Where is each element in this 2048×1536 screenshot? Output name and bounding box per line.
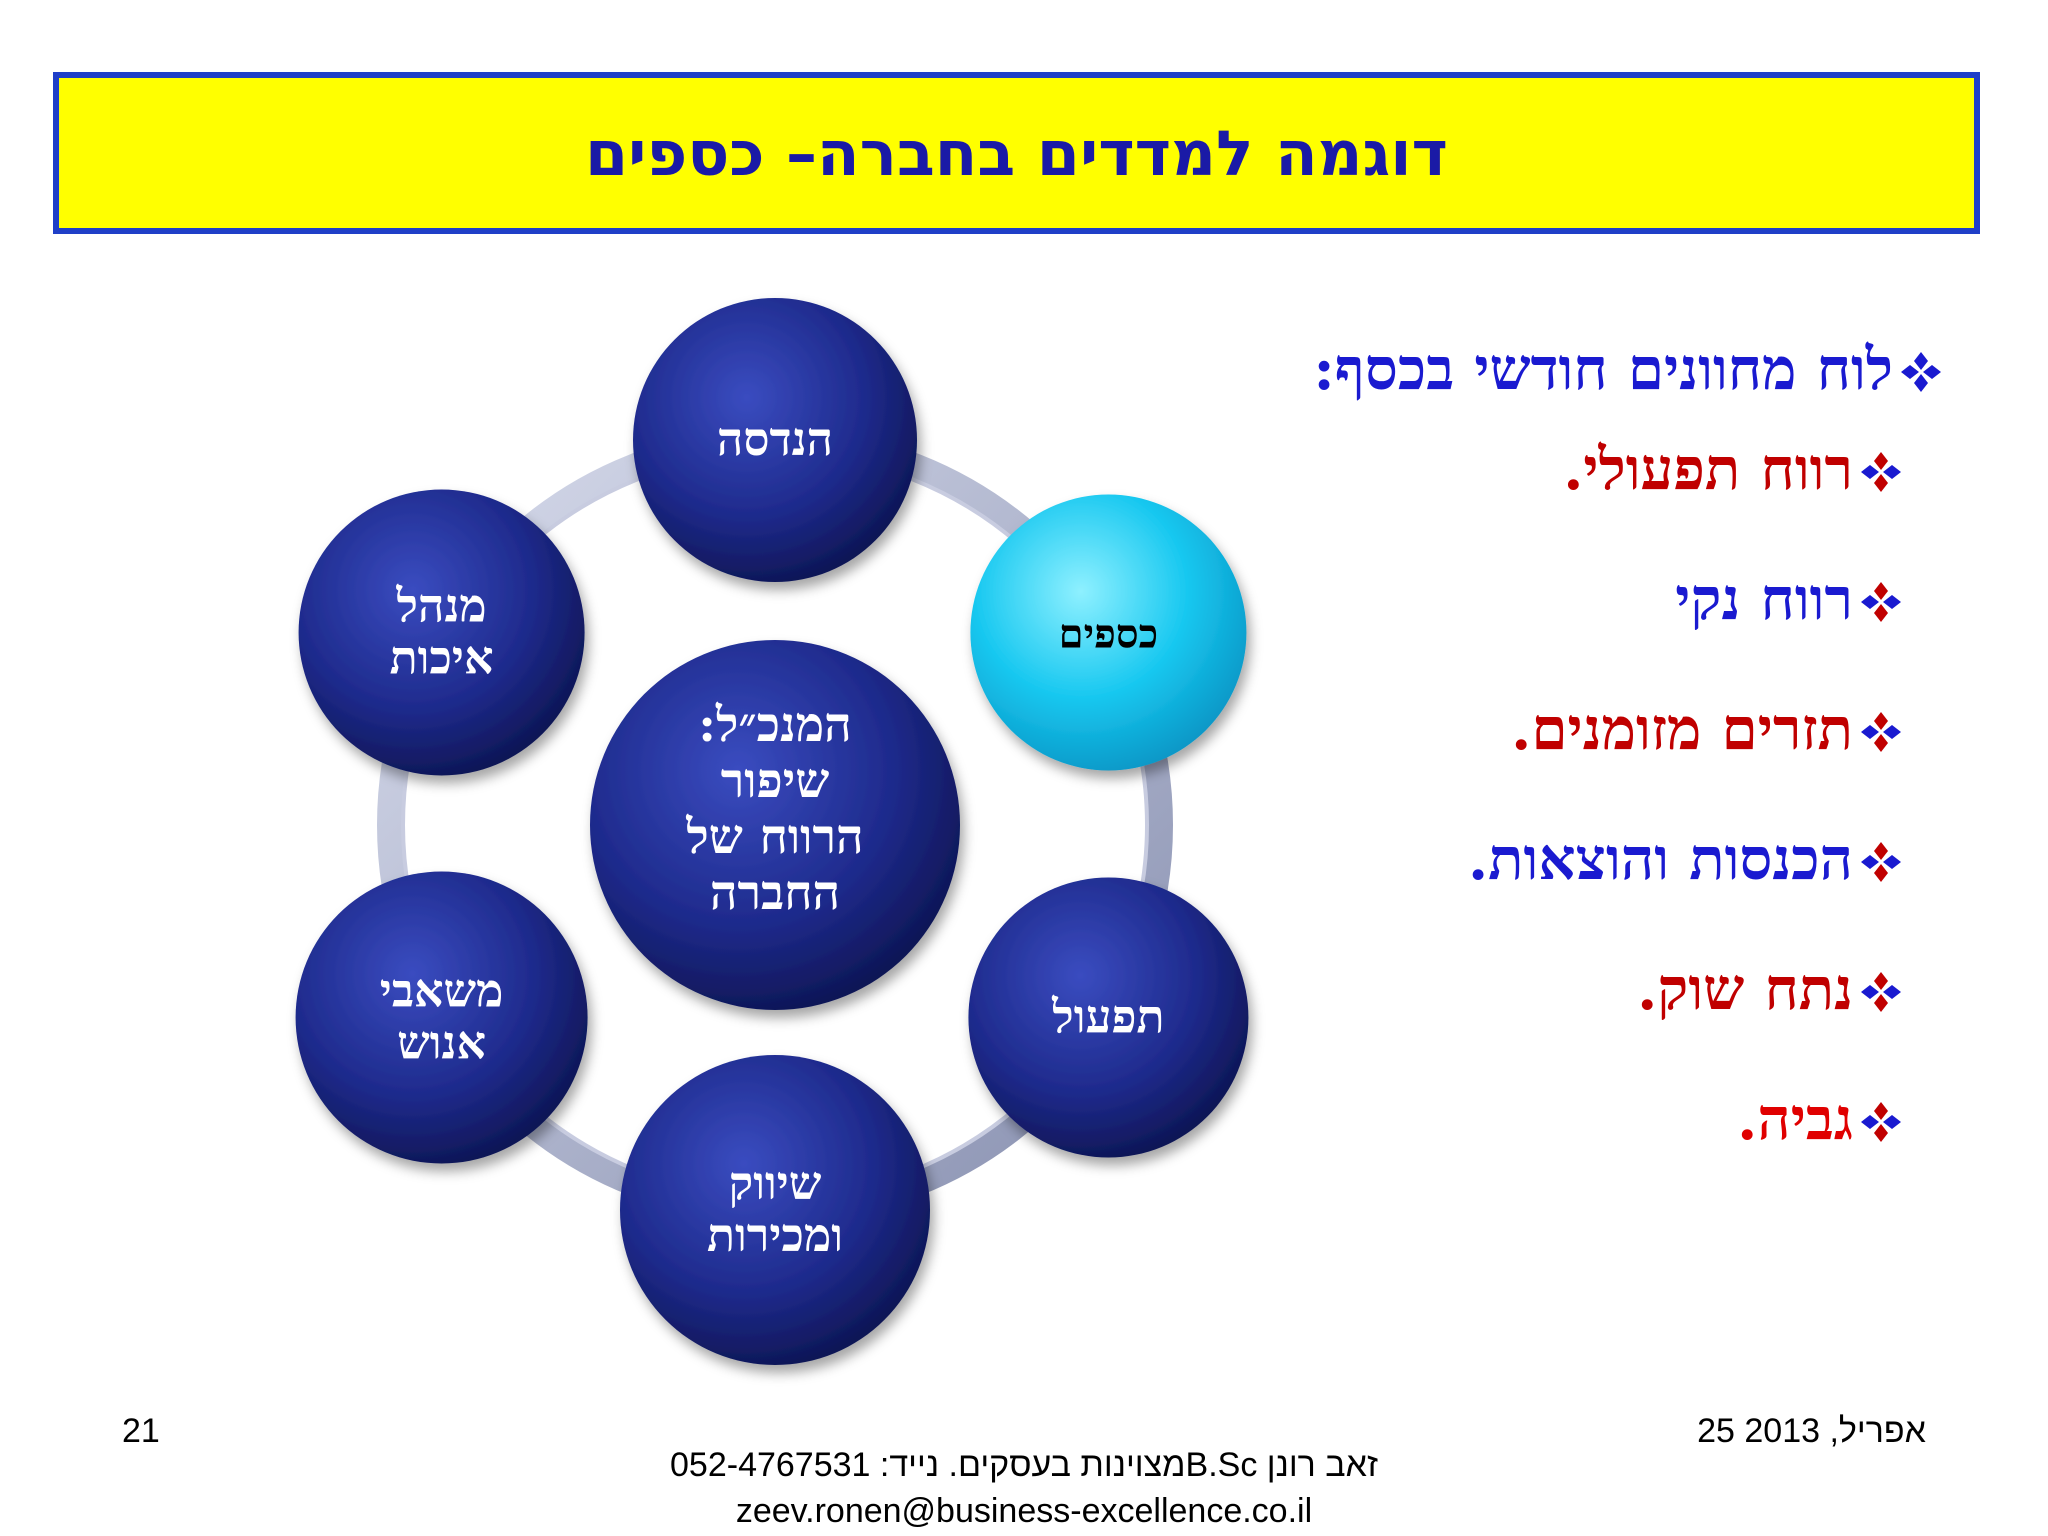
node-label-line: אנוש (397, 1016, 486, 1070)
four-diamond-bullet-icon (1859, 700, 1903, 768)
node-label-line: מנהל (395, 579, 486, 633)
cycle-node-circle (620, 1055, 930, 1365)
cycle-node-circle (633, 298, 917, 582)
node-label-line: תפעול (1051, 990, 1164, 1044)
footer-page-number: 21 (122, 1412, 160, 1450)
kpi-item-text: הכנסות והוצאות. (1467, 825, 1853, 893)
footer-author-line: זאב רונן B.Scמצוינות בעסקים. נייד: 052-4… (670, 1446, 1378, 1484)
kpi-item: גביה. (1737, 1085, 1903, 1158)
node-label-line: המנכ״ל: (698, 697, 852, 753)
footer-email: zeev.ronen@business-excellence.co.il (735, 1492, 1313, 1530)
node-label: הנדסה (717, 412, 833, 466)
node-label-line: הרווח של (685, 809, 863, 865)
cycle-node-engineering: הנדסה (633, 298, 917, 582)
four-diamond-bullet-icon (1859, 570, 1903, 638)
node-label-line: שיווק (729, 1156, 822, 1210)
cycle-node-circle (970, 494, 1247, 771)
cycle-node-circle (295, 871, 588, 1164)
kpi-item-text: גביה. (1737, 1085, 1853, 1153)
kpi-item-text: רווח תפעולי. (1563, 435, 1853, 503)
four-diamond-bullet-icon (1859, 830, 1903, 898)
cycle-node-operations: תפעול (968, 877, 1249, 1158)
slide-title: דוגמה למדדים בחברה– כספים (585, 116, 1448, 190)
title-banner: דוגמה למדדים בחברה– כספים (53, 72, 1980, 234)
footer-date: 25 אפריל, 2013 (1697, 1412, 1926, 1450)
kpi-item: הכנסות והוצאות. (1468, 825, 1903, 898)
node-label-line: שיפור (721, 753, 830, 809)
node-label-line: החברה (710, 865, 840, 921)
four-diamond-bullet-icon (1859, 440, 1903, 508)
node-label: כספים (1059, 611, 1159, 658)
node-label-line: משאבי (380, 964, 504, 1018)
kpi-item: רווח תפעולי. (1563, 435, 1903, 508)
kpi-item-text: רווח נקי (1675, 565, 1853, 633)
kpi-item: תזרים מזומנים. (1511, 695, 1903, 768)
kpi-item: נתח שוק. (1637, 955, 1903, 1028)
cycle-node-circle (298, 489, 585, 776)
node-label-line: הנדסה (717, 412, 833, 466)
node-label-line: איכות (390, 631, 494, 685)
four-diamond-bullet-icon (1859, 1090, 1903, 1158)
cycle-node-finance: כספים (970, 494, 1247, 771)
four-diamond-bullet-icon (1899, 340, 1943, 408)
cycle-node-circle (968, 877, 1249, 1158)
node-label-line: ומכירות (707, 1208, 843, 1262)
kpi-item-text: נתח שוק. (1637, 955, 1853, 1023)
node-label-line: כספים (1059, 611, 1159, 658)
kpi-item-text: תזרים מזומנים. (1511, 695, 1853, 763)
node-label: תפעול (1051, 990, 1164, 1044)
center-node-circle (590, 640, 960, 1010)
four-diamond-bullet-icon (1859, 960, 1903, 1028)
kpi-heading: לוח מחוונים חודשי בכסף: (1313, 335, 1943, 408)
kpi-item: רווח נקי (1675, 565, 1903, 638)
kpi-heading-text: לוח מחוונים חודשי בכסף: (1313, 335, 1893, 403)
